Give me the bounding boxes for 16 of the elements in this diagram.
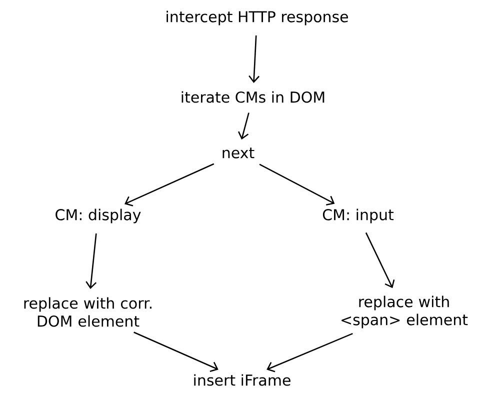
- arrow: [238, 112, 250, 140]
- arrow: [124, 163, 214, 206]
- arrow: [134, 332, 218, 372]
- step-text: iterate CMs in DOM: [182, 91, 324, 103]
- step-text: next: [222, 148, 254, 158]
- arrow: [86, 233, 97, 290]
- step-text: CM: display: [56, 208, 141, 224]
- arrow: [365, 232, 395, 288]
- step-text: insert iFrame: [194, 374, 290, 386]
- step-text: intercept HTTP response: [166, 10, 348, 26]
- step-text: replace with corr. DOM element: [24, 297, 152, 327]
- step-text: replace with <span> element: [342, 296, 468, 328]
- step-text: CM: input: [322, 208, 394, 224]
- arrow: [248, 35, 260, 83]
- arrow: [259, 164, 335, 206]
- arrow: [266, 332, 353, 372]
